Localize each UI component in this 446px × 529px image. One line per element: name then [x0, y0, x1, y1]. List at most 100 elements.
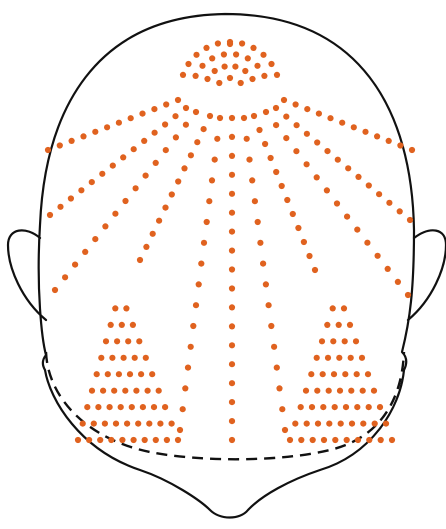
radiating-line-dot	[273, 122, 279, 128]
left-lower-triangle-dot	[129, 404, 135, 410]
crown-arc-dot	[242, 68, 248, 74]
left-lower-triangle-dot	[94, 371, 100, 377]
radiating-line-dot	[339, 120, 345, 126]
radiating-line-dot	[92, 236, 98, 242]
radiating-line-dot	[104, 124, 110, 130]
left-lower-triangle-dot	[121, 355, 127, 361]
left-lower-triangle-dot	[132, 355, 138, 361]
radiating-line-dot	[229, 191, 235, 197]
left-lower-triangle-dot	[84, 404, 90, 410]
radiating-line-dot	[99, 171, 105, 177]
radiating-line-dot	[276, 385, 282, 391]
crown-arc-dot	[238, 80, 244, 86]
radiating-line-dot	[354, 227, 360, 233]
radiating-line-dot	[281, 97, 287, 103]
radiating-line-dot	[137, 257, 143, 263]
right-lower-triangle-dot	[344, 437, 350, 443]
radiating-line-dot	[293, 101, 299, 107]
radiating-line-dot	[274, 365, 280, 371]
right-lower-triangle-dot	[341, 305, 347, 311]
radiating-line-dot	[57, 142, 63, 148]
radiating-line-dot	[201, 126, 207, 132]
radiating-line-dot	[229, 266, 235, 272]
right-lower-triangle-dot	[343, 404, 349, 410]
left-lower-triangle-dot	[142, 437, 148, 443]
radiating-line-dot	[306, 253, 312, 259]
radiating-line-dot	[175, 97, 181, 103]
radiating-line-dot	[169, 191, 175, 197]
radiating-line-dot	[153, 160, 159, 166]
radiating-line-dot	[141, 138, 147, 144]
radiating-line-dot	[133, 185, 139, 191]
left-lower-triangle-dot	[135, 421, 141, 427]
radiating-line-dot	[150, 231, 156, 237]
radiating-line-dot	[266, 302, 272, 308]
radiating-line-dot	[366, 182, 372, 188]
radiating-line-dot	[177, 427, 183, 433]
radiating-line-dot	[249, 177, 255, 183]
left-lower-triangle-dot	[131, 437, 137, 443]
scalp-injection-points	[45, 39, 415, 443]
radiating-line-dot	[255, 219, 261, 225]
right-lower-triangle-dot	[359, 355, 365, 361]
radiating-line-dot	[271, 344, 277, 350]
radiating-line-dot	[290, 211, 296, 217]
radiating-line-dot	[301, 239, 307, 245]
crown-arc-dot	[222, 64, 228, 70]
left-lower-triangle-dot	[151, 404, 157, 410]
radiating-line-dot	[251, 113, 257, 119]
right-lower-triangle-dot	[349, 421, 355, 427]
right-lower-triangle-dot	[320, 404, 326, 410]
radiating-line-dot	[316, 111, 322, 117]
radiating-line-dot	[152, 130, 158, 136]
crown-arc-dot	[232, 64, 238, 70]
radiating-line-dot	[229, 399, 235, 405]
right-lower-triangle-dot	[292, 421, 298, 427]
radiating-line-dot	[284, 197, 290, 203]
left-lower-triangle-dot	[89, 388, 95, 394]
radiating-line-dot	[190, 323, 196, 329]
left-lower-triangle-dot	[80, 421, 86, 427]
radiating-line-dot	[122, 198, 128, 204]
left-lower-triangle-dot	[153, 437, 159, 443]
right-lower-triangle-dot	[371, 388, 377, 394]
right-lower-triangle-dot	[360, 421, 366, 427]
right-lower-triangle-dot	[338, 421, 344, 427]
left-lower-triangle-dot	[105, 371, 111, 377]
radiating-line-dot	[252, 198, 258, 204]
right-lower-triangle-dot	[332, 404, 338, 410]
radiating-line-dot	[143, 244, 149, 250]
radiating-line-dot	[131, 146, 137, 152]
radiating-line-dot	[334, 200, 340, 206]
crown-arc-dot	[239, 40, 245, 46]
right-lower-triangle-dot	[325, 355, 331, 361]
radiating-line-dot	[162, 121, 168, 127]
radiating-line-dot	[196, 281, 202, 287]
right-lower-triangle-dot	[314, 355, 320, 361]
right-lower-triangle-dot	[360, 388, 366, 394]
crown-arc-dot	[227, 75, 233, 81]
radiating-line-dot	[45, 147, 51, 153]
radiating-line-dot	[139, 111, 145, 117]
radiating-line-dot	[82, 249, 88, 255]
left-lower-triangle-dot	[119, 322, 125, 328]
right-lower-triangle-dot	[330, 305, 336, 311]
right-lower-triangle-dot	[303, 388, 309, 394]
radiating-line-dot	[52, 287, 58, 293]
left-lower-triangle-dot	[156, 388, 162, 394]
radiating-line-dot	[395, 279, 401, 285]
radiating-line-dot	[183, 122, 189, 128]
radiating-line-dot	[304, 161, 310, 167]
radiating-line-dot	[172, 113, 178, 119]
radiating-line-dot	[263, 109, 269, 115]
radiating-line-dot	[295, 225, 301, 231]
radiating-line-dot	[314, 139, 320, 145]
left-lower-triangle-dot	[146, 421, 152, 427]
right-lower-triangle-dot	[355, 437, 361, 443]
radiating-line-dot	[229, 248, 235, 254]
radiating-line-dot	[163, 147, 169, 153]
radiating-line-dot	[209, 177, 215, 183]
left-lower-triangle-dot	[169, 421, 175, 427]
left-lower-triangle-dot	[95, 404, 101, 410]
